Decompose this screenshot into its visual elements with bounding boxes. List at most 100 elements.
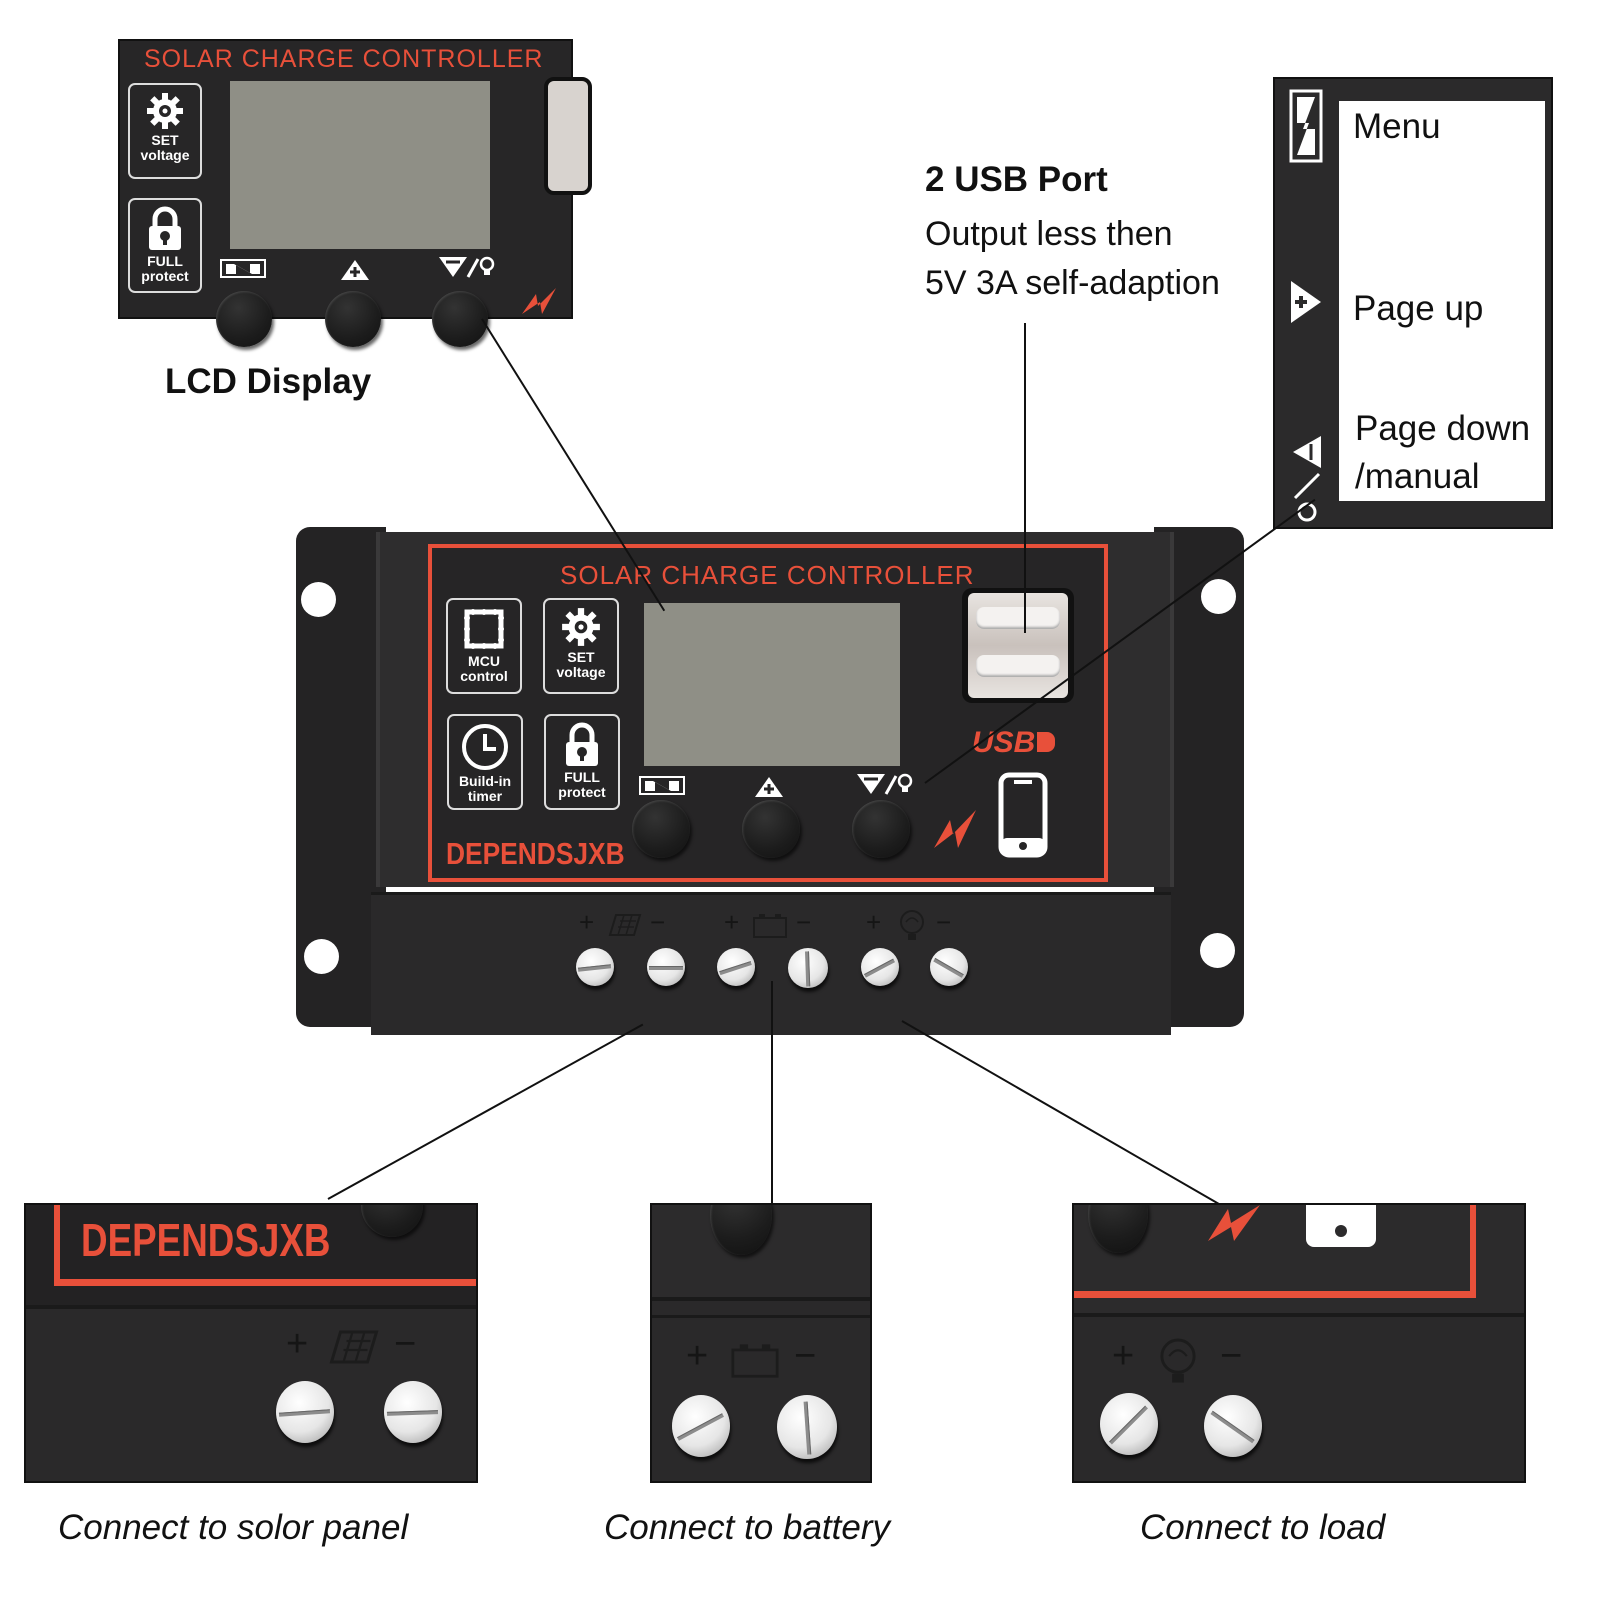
- battery-plus-label: +: [724, 907, 740, 937]
- usb-port-housing: [968, 593, 1068, 698]
- usb-port-line2: 5V 3A self-adaption: [925, 264, 1220, 302]
- bulb-icon: [1160, 1338, 1196, 1383]
- solar-caption: Connect to solor panel: [58, 1508, 409, 1547]
- usb-logo-text: USB: [972, 726, 1036, 759]
- inset-menu-knob[interactable]: [216, 291, 272, 347]
- lightning-icon: [1208, 1205, 1260, 1241]
- icon-label: Build-in: [458, 773, 512, 789]
- brand-logo: DEPENDSJXB: [446, 836, 625, 871]
- menu-button[interactable]: [632, 800, 690, 858]
- bulb-icon: [900, 910, 924, 940]
- solar-plus-label: +: [579, 907, 595, 937]
- lcd-screen: [644, 603, 900, 766]
- mount-hole: [1201, 579, 1236, 614]
- load-inset: + −: [1072, 1203, 1526, 1483]
- usb-slot: [976, 655, 1060, 677]
- battery-minus-label: −: [794, 1335, 817, 1377]
- load-plus-label: +: [866, 907, 882, 937]
- icon-label: protect: [558, 784, 606, 800]
- battery-minus-screw[interactable]: [777, 1395, 837, 1459]
- triangle-plus-icon: [1291, 281, 1321, 323]
- triangle-minus-bulb-icon: [857, 773, 913, 795]
- load-plus-screw[interactable]: [861, 948, 899, 986]
- front-panel: SOLAR CHARGE CONTROLLER MCU control SET …: [428, 544, 1108, 882]
- load-plus-label: +: [1112, 1335, 1135, 1377]
- inset-set-voltage-icon: SET voltage: [128, 83, 202, 179]
- phone-icon: [998, 772, 1048, 858]
- legend-panel: [1339, 101, 1545, 501]
- load-minus-label: −: [1220, 1335, 1243, 1377]
- battery-minus-screw[interactable]: [788, 948, 828, 988]
- mount-hole: [301, 582, 336, 617]
- battery-icon: [753, 914, 787, 938]
- inset-divider: [1074, 1313, 1524, 1317]
- icon-label: timer: [467, 788, 503, 804]
- load-plus-screw[interactable]: [1100, 1393, 1158, 1455]
- battery-callout-line: [771, 981, 773, 1203]
- mount-hole: [304, 939, 339, 974]
- triangle-plus-icon: [341, 260, 369, 280]
- icon-label: voltage: [556, 664, 606, 680]
- load-minus-label: −: [936, 907, 952, 937]
- triangle-plus-icon: [755, 777, 783, 797]
- legend-page-up: Page up: [1353, 289, 1484, 328]
- battery-caption: Connect to battery: [604, 1508, 890, 1547]
- solar-minus-screw[interactable]: [384, 1381, 442, 1443]
- page-down-manual-button[interactable]: [852, 800, 910, 858]
- gear-icon: [147, 93, 183, 129]
- solar-plus-label: +: [286, 1323, 309, 1365]
- lcd-display-label: LCD Display: [165, 362, 372, 401]
- chip-icon: [464, 609, 504, 649]
- inset-down-knob[interactable]: [432, 291, 488, 347]
- set-voltage-icon: SET voltage: [543, 598, 619, 694]
- inset-full-protect-icon: FULL protect: [128, 198, 202, 293]
- usb-port-line1: Output less then: [925, 215, 1173, 253]
- icon-label: protect: [141, 268, 189, 284]
- usb-logo: USB: [972, 726, 1056, 760]
- battery-plus-screw[interactable]: [672, 1395, 730, 1457]
- load-minus-screw[interactable]: [1204, 1395, 1262, 1457]
- load-caption: Connect to load: [1140, 1508, 1386, 1547]
- inset-usb-port: [544, 77, 592, 195]
- inset-up-knob[interactable]: [325, 291, 381, 347]
- lightning-icon: [522, 288, 556, 314]
- solar-minus-label: −: [394, 1323, 417, 1365]
- lightning-icon: [934, 810, 976, 848]
- red-frame: [1074, 1205, 1476, 1298]
- page-up-button[interactable]: [742, 800, 800, 858]
- solar-panel-icon: [329, 1330, 379, 1364]
- solar-panel-icon: [608, 914, 642, 936]
- battery-plus-label: +: [686, 1335, 709, 1377]
- menu-icon: [220, 259, 266, 278]
- lock-icon: [566, 722, 598, 766]
- phone-icon: [1306, 1205, 1376, 1247]
- solar-plus-screw[interactable]: [276, 1381, 334, 1443]
- battery-minus-label: −: [796, 907, 812, 937]
- panel-title: SOLAR CHARGE CONTROLLER: [560, 560, 975, 590]
- solar-minus-label: −: [650, 907, 666, 937]
- inset-divider: [26, 1305, 476, 1309]
- usb-port[interactable]: [962, 588, 1074, 703]
- solar-inset: DEPENDSJXB + −: [24, 1203, 478, 1483]
- solar-minus-screw[interactable]: [647, 948, 685, 986]
- menu-icon: [639, 776, 685, 795]
- load-minus-screw[interactable]: [930, 948, 968, 986]
- phone-button: [1335, 1225, 1347, 1237]
- clock-icon: [462, 724, 508, 770]
- icon-label: SET: [567, 649, 595, 665]
- lock-icon: [149, 206, 181, 250]
- solar-plus-screw[interactable]: [576, 948, 614, 986]
- legend-menu: Menu: [1353, 107, 1441, 146]
- red-frame: [54, 1205, 476, 1286]
- inset-lcd-screen: [230, 81, 490, 249]
- build-in-timer-icon: Build-in timer: [447, 714, 523, 810]
- battery-plus-screw[interactable]: [717, 948, 755, 986]
- icon-label: control: [460, 668, 508, 684]
- usb-port-title: 2 USB Port: [925, 160, 1108, 199]
- legend-manual: /manual: [1355, 457, 1480, 496]
- lcd-inset: SOLAR CHARGE CONTROLLER SET voltage FULL…: [118, 39, 592, 347]
- icon-label: SET: [151, 132, 179, 148]
- usb-callout-line: [1024, 323, 1026, 633]
- battery-inset: + −: [650, 1203, 872, 1483]
- load-callout-line: [901, 1020, 1223, 1207]
